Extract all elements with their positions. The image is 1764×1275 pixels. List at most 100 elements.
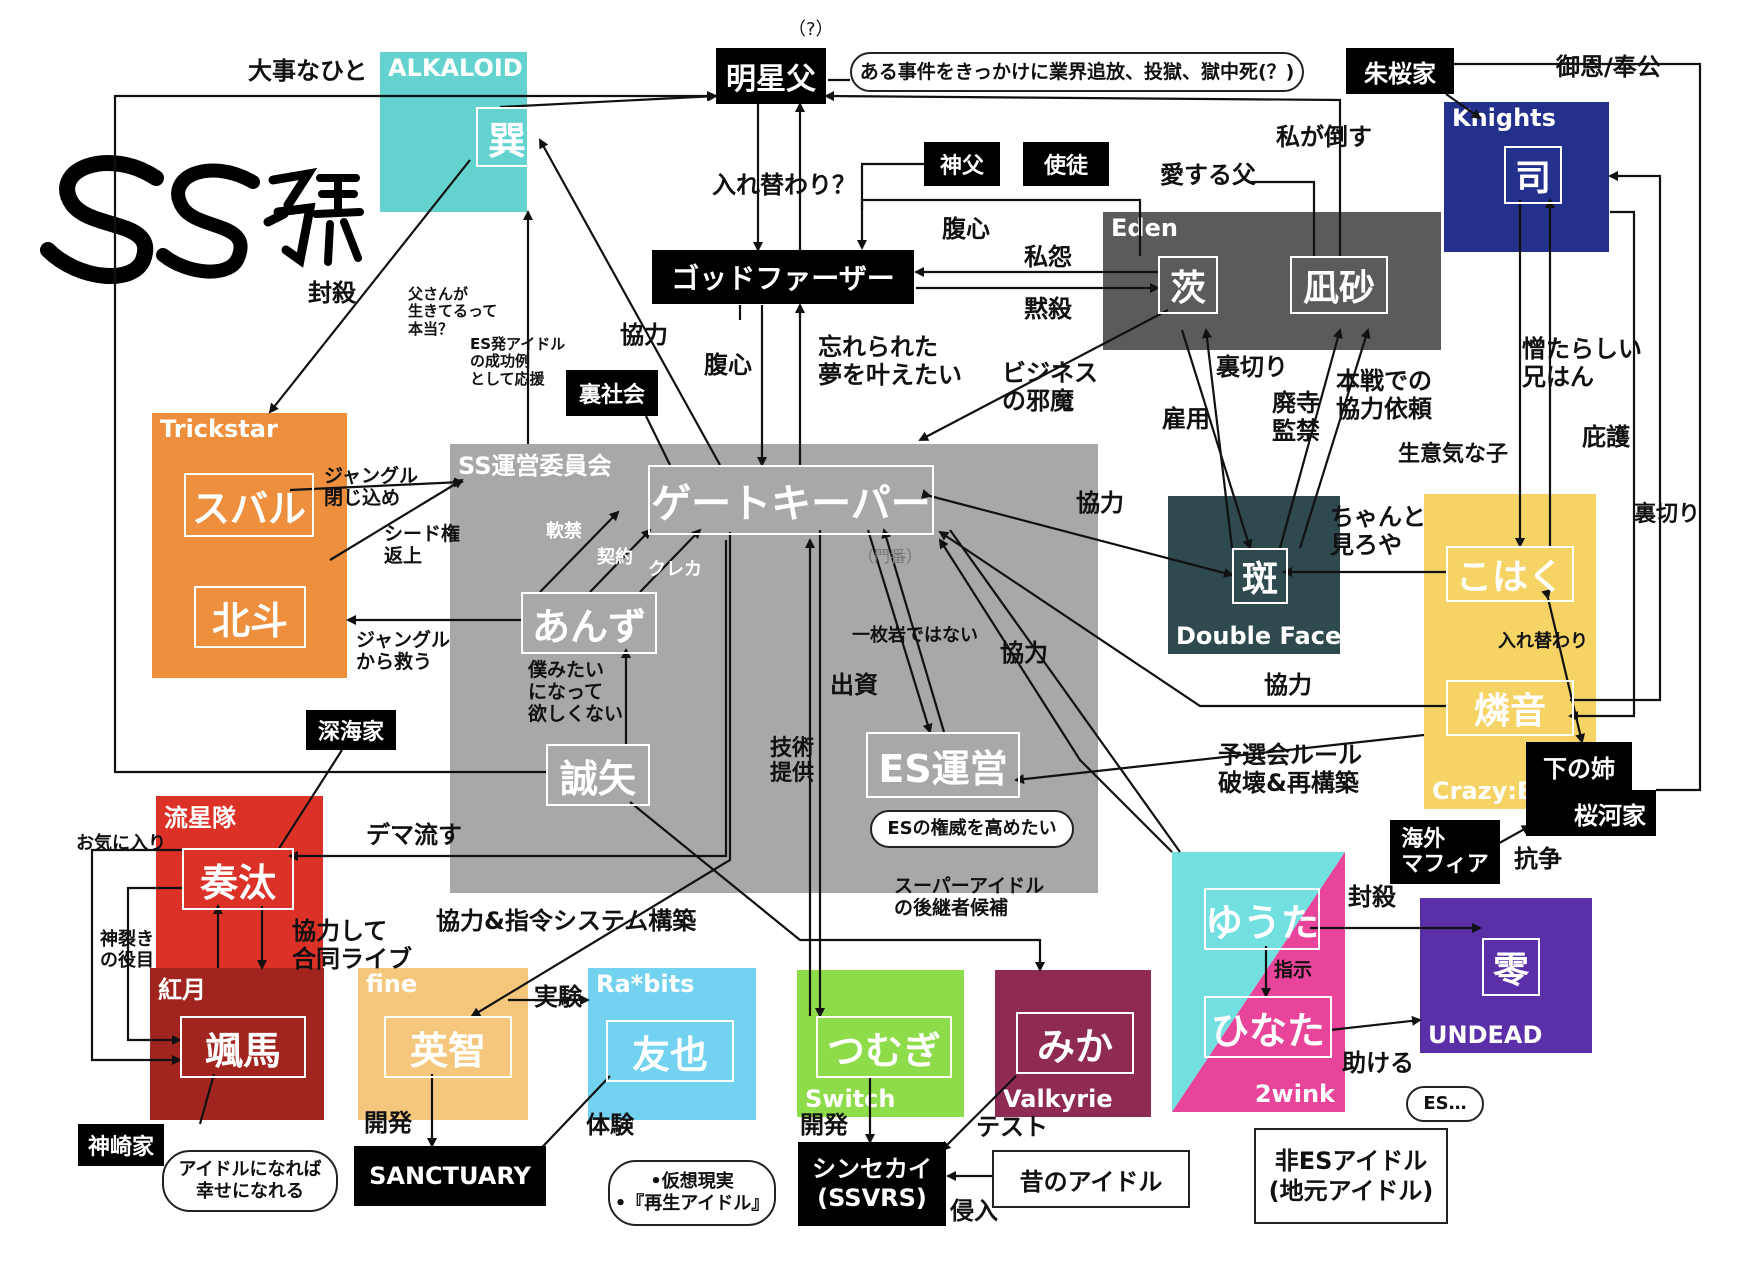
label-haidera: 廃寺 監禁 <box>1272 389 1320 445</box>
label-ireka-q: 入れ替わり？ <box>712 171 856 199</box>
label-kamioroshi: 神裂き の役目 <box>100 929 154 971</box>
character-kanata[interactable]: 奏汰 <box>182 848 294 910</box>
oukawa-family-box[interactable]: 桜河家 <box>1526 790 1656 836</box>
label-chanto: ちゃんと 見ろや <box>1330 503 1426 559</box>
shinkai-family-box[interactable]: 深海家 <box>306 710 396 750</box>
character-tomoya[interactable]: 友也 <box>606 1020 734 1082</box>
label-kaihatsu-2: 開発 <box>800 1111 848 1139</box>
label-fuusatsu-2: 封殺 <box>1348 883 1396 911</box>
label-kinkin: 軟禁 <box>546 521 582 542</box>
label-seed: シード権 返上 <box>384 523 461 567</box>
label-higo: 庇護 <box>1582 423 1630 451</box>
group-label-akatsuki: 紅月 <box>158 976 206 1004</box>
akehoshi-note-bubble: ある事件をきっかけに業界追放、投獄、獄中死(？) <box>850 52 1304 92</box>
label-aisuru: 愛する父 <box>1160 161 1256 189</box>
label-test: テスト <box>976 1113 1048 1141</box>
group-label-trickstar: Trickstar <box>160 415 278 443</box>
character-kohaku[interactable]: こはく <box>1446 546 1574 602</box>
label-nikutarashii: 憎たらしい 兄はん <box>1522 335 1642 391</box>
label-kyoryoku-2: 協力 <box>1076 489 1124 517</box>
group-2wink: 2wink <box>1172 852 1345 1112</box>
group-label-ryuseitai: 流星隊 <box>164 804 236 832</box>
label-fushin-2: 腹心 <box>704 351 752 379</box>
character-tsukasa[interactable]: 司 <box>1504 146 1562 204</box>
character-gatekeeper[interactable]: ゲートキーパー <box>648 465 934 535</box>
character-hinata[interactable]: ひなた <box>1204 996 1332 1058</box>
label-kyoryoku-4: 協力 <box>1264 671 1312 699</box>
akehoshi-father-box[interactable]: 明星父 <box>716 48 826 104</box>
character-tatsumi[interactable]: 巽 <box>476 107 538 167</box>
label-jungle-1: ジャングル 閉じ込め <box>324 465 419 509</box>
non-es-idol-box[interactable]: 非ESアイドル (地元アイドル) <box>1254 1128 1448 1224</box>
label-superidol: スーパーアイドル の後継者候補 <box>894 875 1045 919</box>
label-mokusatsu: 黙殺 <box>1024 295 1072 323</box>
urashakai-box[interactable]: 裏社会 <box>566 370 658 416</box>
old-idol-box[interactable]: 昔のアイドル <box>992 1150 1190 1208</box>
sanctuary-box[interactable]: SANCTUARY <box>354 1146 546 1206</box>
group-label-undead: UNDEAD <box>1428 1021 1543 1049</box>
character-rinne[interactable]: 燐音 <box>1446 680 1574 736</box>
label-monban: （門番） <box>858 547 923 566</box>
label-wasure: 忘れられた 夢を叶えたい <box>818 333 962 389</box>
label-kaihatsu-1: 開発 <box>364 1109 412 1137</box>
god-father-box[interactable]: ゴッドファーザー <box>652 250 914 304</box>
character-rei[interactable]: 零 <box>1482 938 1540 996</box>
character-mika[interactable]: みか <box>1016 1012 1134 1074</box>
character-seiya[interactable]: 誠矢 <box>546 744 650 806</box>
edge-shinpu-to-gf <box>857 162 924 250</box>
label-uragiri-1: 裏切り <box>1216 353 1288 381</box>
label-yosenkai: 予選会ルール 破壊&再構築 <box>1218 741 1362 797</box>
group-valkyrie: Valkyrie <box>995 970 1151 1117</box>
label-question: （?） <box>788 19 834 40</box>
shinsekai-box[interactable]: シンセカイ (SSVRS) <box>798 1142 946 1226</box>
character-subaru[interactable]: スバル <box>184 473 314 537</box>
label-koyou: 雇用 <box>1162 405 1210 433</box>
kaigai-mafia-box[interactable]: 海外 マフィア <box>1390 820 1500 884</box>
character-madara[interactable]: 斑 <box>1232 548 1288 604</box>
group-eden: Eden <box>1103 212 1441 350</box>
label-dema: デマ流す <box>366 821 462 849</box>
label-okiniiri: お気に入り <box>76 833 166 854</box>
character-yuta[interactable]: ゆうた <box>1204 888 1320 950</box>
group-2wink-bg <box>1172 852 1345 1112</box>
group-switch: Switch <box>797 970 964 1117</box>
ss-yosen-logo <box>40 155 364 284</box>
character-souma[interactable]: 颯馬 <box>180 1016 306 1078</box>
label-uragiri-2: 裏切り <box>1634 502 1701 527</box>
es-dots-bubble: ES… <box>1406 1086 1484 1122</box>
character-eichi[interactable]: 英智 <box>384 1016 512 1078</box>
character-hokuto[interactable]: 北斗 <box>194 586 306 648</box>
label-kyoryoku-shirei: 協力&指令システム構築 <box>436 907 697 935</box>
label-shusshi: 出資 <box>830 671 878 699</box>
character-ibara[interactable]: 茨 <box>1158 256 1218 314</box>
edge-fushin-god <box>860 198 1142 256</box>
character-es-management[interactable]: ES運営 <box>866 732 1020 798</box>
label-namaiki: 生意気な子 <box>1398 442 1509 467</box>
label-kyoryoku-live: 協力して 合同ライブ <box>292 917 412 973</box>
shinpu-box[interactable]: 神父 <box>924 142 1000 186</box>
group-label-eden: Eden <box>1111 214 1178 242</box>
character-tsumugi[interactable]: つむぎ <box>816 1016 952 1078</box>
label-kyoryoku-1: 協力 <box>620 321 668 349</box>
vr-note-bubble: •仮想現実 •『再生アイドル』 <box>608 1160 776 1226</box>
group-label-crazyb: Crazy:B <box>1432 777 1536 805</box>
label-business: ビジネス の邪魔 <box>1002 359 1098 415</box>
character-nagisa[interactable]: 凪砂 <box>1290 256 1388 314</box>
kanzaki-family-box[interactable]: 神崎家 <box>78 1124 164 1166</box>
label-kosou: 抗争 <box>1514 845 1562 873</box>
label-shiji: 指示 <box>1274 959 1313 981</box>
label-boku: 僕みたい になって 欲しくない <box>528 659 624 725</box>
group-label-valkyrie: Valkyrie <box>1003 1085 1113 1113</box>
label-es-hatsu: ES発アイドル の成功例 として応援 <box>470 335 566 388</box>
shito-box[interactable]: 使徒 <box>1023 142 1109 186</box>
suou-family-box[interactable]: 朱桜家 <box>1346 48 1454 94</box>
character-anzu[interactable]: あんず <box>521 592 657 654</box>
group-label-2wink: 2wink <box>1254 1080 1335 1108</box>
group-label-ss-committee: SS運営委員会 <box>458 452 612 480</box>
label-honsen: 本戦での 協力依頼 <box>1336 367 1432 423</box>
group-label-alkaloid: ALKALOID <box>388 54 523 82</box>
label-kyoryoku-3: 協力 <box>1000 639 1048 667</box>
label-keiyaku: 契約 <box>597 547 633 568</box>
shimo-ane-box[interactable]: 下の姉 <box>1526 742 1632 790</box>
